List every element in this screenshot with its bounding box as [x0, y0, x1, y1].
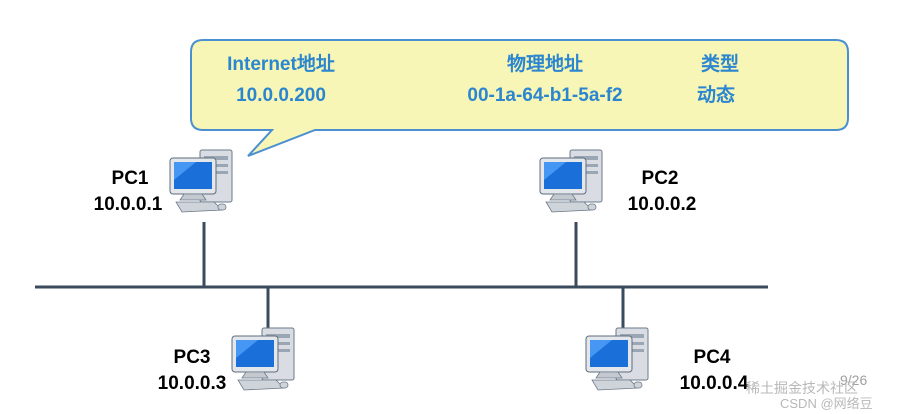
callout-col1-header: Internet地址 — [227, 54, 335, 75]
callout-col2-header: 物理地址 — [506, 54, 583, 75]
pc3-ip: 10.0.0.3 — [157, 373, 227, 394]
pc4-ip: 10.0.0.4 — [679, 373, 749, 394]
pc1-name: PC1 — [111, 168, 149, 189]
pc4-computer-icon — [585, 327, 649, 391]
callout-col2-value: 00-1a-64-b1-5a-f2 — [467, 85, 623, 106]
pc4-name: PC4 — [693, 347, 731, 368]
pc3-name: PC3 — [173, 347, 211, 368]
pc1-ip: 10.0.0.1 — [93, 194, 163, 215]
watermark-line2: CSDN @网络豆 — [780, 396, 873, 411]
pc2-ip: 10.0.0.2 — [627, 194, 697, 215]
callout-col3-header: 类型 — [700, 54, 739, 75]
page-number: 9/26 — [840, 372, 868, 388]
pc1-computer-icon — [169, 149, 233, 213]
callout-balloon — [190, 39, 849, 157]
pc2-name: PC2 — [641, 168, 679, 189]
pc2-computer-icon — [539, 149, 603, 213]
callout-col3-value: 动态 — [696, 85, 735, 106]
watermark-line1: 稀土掘金技术社区 — [746, 380, 858, 396]
callout-col1-value: 10.0.0.200 — [236, 85, 326, 106]
